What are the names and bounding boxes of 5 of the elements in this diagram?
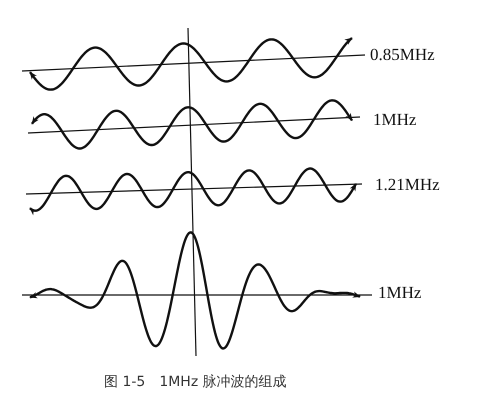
- frequency-label: 1.21MHz: [375, 176, 440, 193]
- frequency-label: 1MHz: [378, 284, 422, 301]
- frequency-label: 1MHz: [373, 111, 416, 128]
- figure-caption: 图 1-5 1MHz 脉冲波的组成: [104, 375, 287, 389]
- frequency-label: 0.85MHz: [370, 46, 435, 63]
